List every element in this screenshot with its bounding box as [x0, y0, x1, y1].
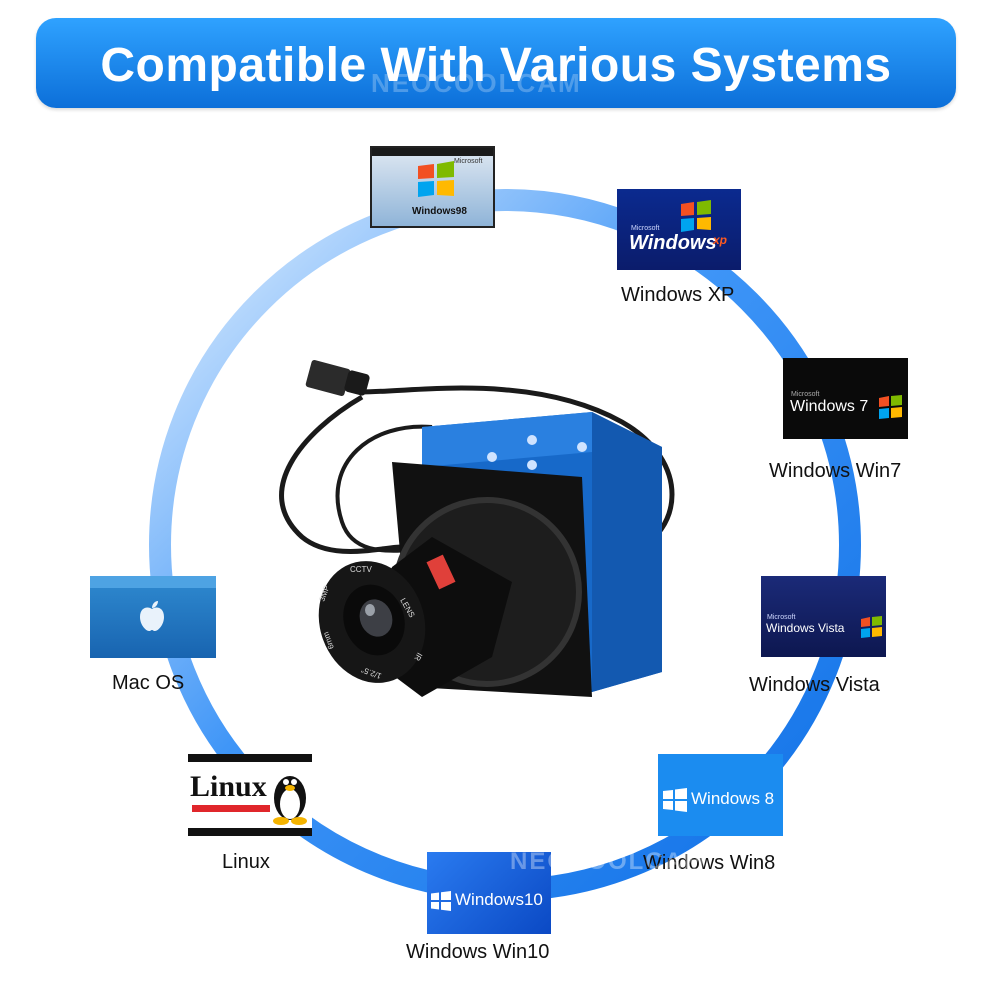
- mac-os-label: Mac OS: [112, 672, 185, 694]
- windows8-tile: Windows 8: [658, 754, 783, 836]
- windows-flag-icon: [879, 395, 902, 419]
- microsoft-brand: Microsoft: [454, 158, 483, 165]
- windows98-tile-text: Windows98: [412, 206, 467, 217]
- windows8-tile-text: Windows 8: [691, 789, 775, 808]
- title-banner: Compatible With Various Systems NEOCOOLC…: [36, 18, 956, 108]
- lens-text-ir: IR: [412, 651, 424, 663]
- microsoft-brand: Microsoft: [791, 391, 820, 398]
- usb-plug-icon: [305, 359, 370, 397]
- windows-flag-icon: [681, 200, 711, 232]
- tux-penguin-icon: [273, 776, 307, 825]
- windows-vista-tile: Microsoft Windows Vista: [761, 576, 886, 657]
- windows-vista-tile-text: Windows Vista: [766, 621, 845, 635]
- linux-tile: Linux: [188, 754, 312, 836]
- watermark-text: NEOCOOLCAM: [371, 68, 582, 98]
- apple-logo-icon: [140, 601, 164, 631]
- windows-xp-label: Windows XP: [621, 284, 735, 306]
- windows-logo-icon: [663, 788, 687, 812]
- windows-flag-icon: [418, 161, 454, 197]
- windows10-tile-text: Windows10: [455, 890, 543, 909]
- cctv-lens: CCTV LENS 3MP 6mm 1/2.5" IR: [317, 537, 512, 697]
- windows7-tile-text: Windows 7: [790, 398, 869, 415]
- windows10-tile: Windows10: [427, 852, 551, 934]
- microsoft-brand: Microsoft: [631, 225, 660, 232]
- linux-label: Linux: [222, 851, 270, 873]
- windows-vista-label: Windows Vista: [749, 674, 880, 696]
- linux-tile-text: Linux: [190, 770, 267, 803]
- mac-os-tile: [90, 576, 216, 658]
- windows98-tile: Windows98 Microsoft: [370, 146, 495, 228]
- windows-flag-icon: [861, 616, 882, 638]
- watermark-text: NEOCOOLCAM: [510, 848, 706, 875]
- windows-logo-icon: [431, 891, 451, 911]
- windows-xp-tile-text: Windows: [629, 232, 717, 254]
- usb-camera-image: CCTV LENS 3MP 6mm 1/2.5" IR: [279, 359, 675, 697]
- windows-win7-label: Windows Win7: [769, 460, 902, 482]
- xp-superscript: xp: [713, 233, 728, 247]
- windows-xp-tile: Microsoft Windows xp: [617, 189, 741, 270]
- banner-title: Compatible With Various Systems: [100, 39, 892, 92]
- lens-text-cctv: CCTV: [350, 565, 372, 574]
- windows-win10-label: Windows Win10: [406, 941, 550, 963]
- windows-win8-label: Windows Win8: [643, 852, 776, 874]
- windows7-tile: Microsoft Windows 7: [783, 358, 908, 439]
- microsoft-brand: Microsoft: [767, 614, 796, 621]
- usb-cable: [361, 385, 675, 555]
